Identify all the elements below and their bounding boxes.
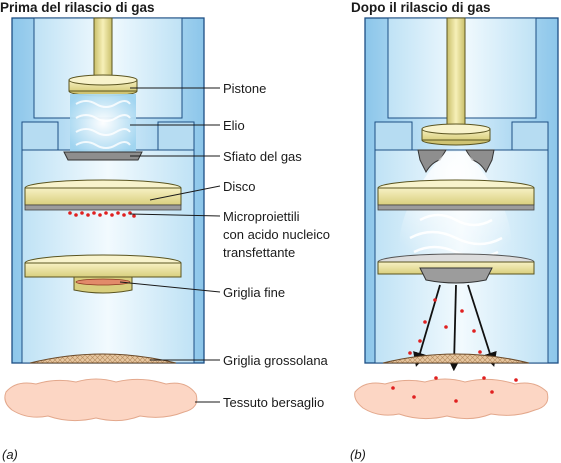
panel-b: [354, 17, 559, 420]
label-disco: Disco: [223, 179, 256, 194]
label-acido-nucleico: con acido nucleico: [223, 227, 330, 242]
target-tissue: [4, 378, 198, 422]
fine-grid-well-b: [419, 267, 493, 284]
label-transfettante: transfettante: [223, 245, 296, 260]
piston-top-b: [421, 123, 491, 135]
coarse-grid: [29, 353, 177, 364]
piston-rod-b: [446, 17, 466, 129]
coarse-grid-b: [382, 353, 530, 364]
panel-a-title: Prima del rilascio di gas: [0, 0, 155, 15]
label-pistone: Pistone: [223, 81, 267, 96]
microprojectiles-flying: [408, 298, 482, 355]
disc-housing-b: [377, 187, 535, 206]
projectile-trajectories: [413, 284, 497, 372]
label-elio: Elio: [223, 118, 245, 133]
label-tessuto: Tessuto bersaglio: [223, 395, 325, 410]
fine-grid-housing: [24, 262, 182, 278]
panel-a: [4, 17, 221, 422]
target-tissue-b: [354, 378, 549, 420]
panel-b-tag: (b): [350, 447, 366, 462]
label-griglia-grossolana: Griglia grossolana: [223, 353, 328, 368]
label-sfiato: Sfiato del gas: [223, 149, 302, 164]
leader-lines-a: [119, 87, 221, 403]
helium-swirls: [75, 100, 131, 149]
piston-top: [68, 74, 138, 86]
gas-vent: [63, 151, 143, 161]
label-griglia-fine: Griglia fine: [223, 285, 286, 300]
fine-grid: [75, 278, 131, 286]
piston-rod: [93, 17, 113, 79]
rupture-disc-b: [377, 204, 535, 211]
panel-a-tag: (a): [2, 447, 18, 462]
panel-b-title: Dopo il rilascio di gas: [351, 0, 491, 15]
chamber-shoulder-b: [374, 121, 549, 151]
microprojectiles-in-tissue: [391, 376, 518, 403]
label-microproiettili: Microproiettili: [223, 209, 300, 224]
disc-housing: [24, 187, 182, 206]
rupture-disc: [24, 204, 182, 211]
